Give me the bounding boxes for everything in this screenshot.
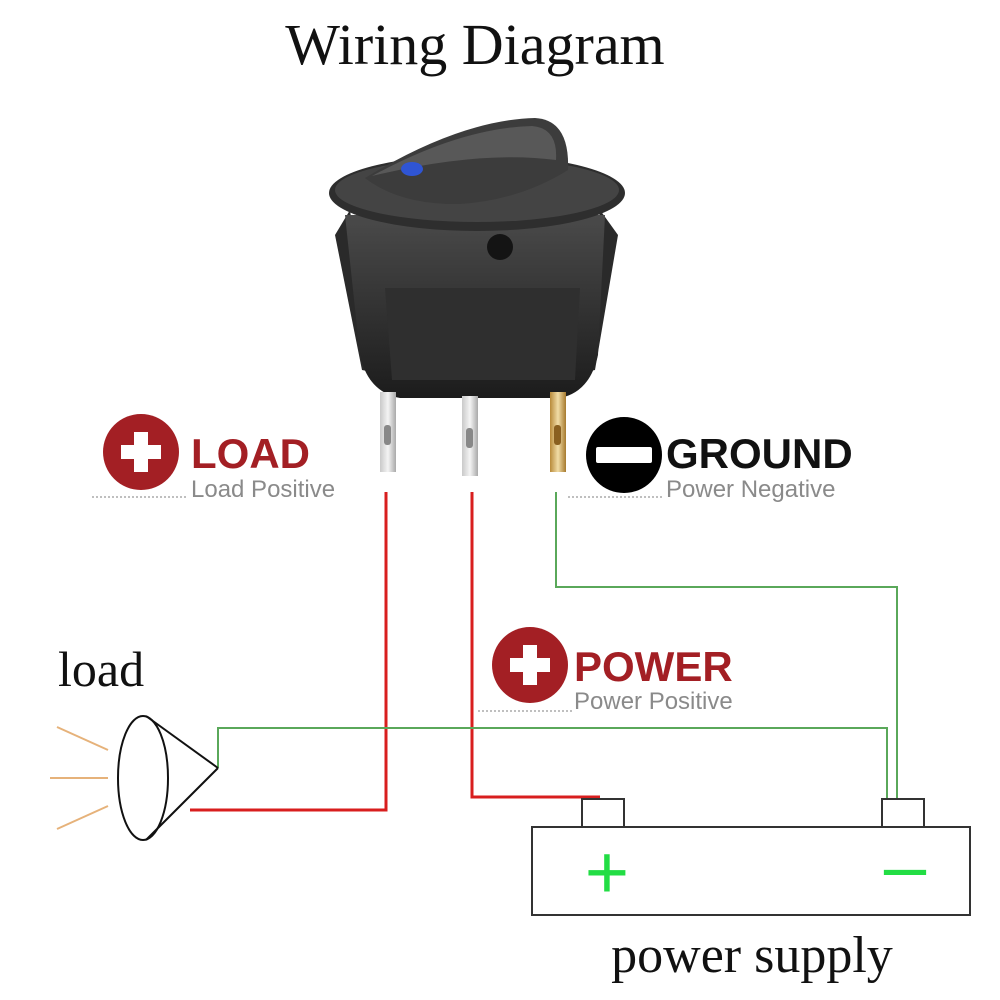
ground-subheading: Power Negative: [666, 476, 835, 503]
switch-terminals: [380, 392, 566, 476]
minus-circle-icon: [586, 417, 662, 493]
power-terminal-label: POWER Power Positive: [478, 627, 733, 715]
lamp-icon: [50, 715, 219, 841]
plus-circle-icon: [492, 627, 568, 703]
red-wires: [190, 492, 600, 812]
load-subheading: Load Positive: [191, 476, 335, 503]
rocker-switch-icon: [329, 118, 625, 398]
plus-circle-icon: [103, 414, 179, 490]
power-subheading: Power Positive: [574, 688, 733, 715]
load-terminal-label: LOAD Load Positive: [92, 414, 335, 503]
battery-negative-post: [881, 798, 925, 828]
battery-positive-sign: +: [585, 830, 629, 915]
green-wires: [217, 492, 898, 800]
battery-positive-post: [581, 798, 625, 828]
led-indicator: [401, 162, 423, 176]
ground-heading: GROUND: [666, 430, 853, 477]
power-supply-label: power supply: [611, 927, 893, 984]
ground-terminal-label: GROUND Power Negative: [568, 417, 853, 503]
load-heading: LOAD: [191, 430, 310, 477]
load-device-label: load: [58, 641, 144, 697]
diagram-title: Wiring Diagram: [285, 12, 664, 77]
battery-negative-sign: –: [884, 824, 927, 909]
battery-icon: + –: [531, 798, 971, 916]
power-heading: POWER: [574, 643, 733, 690]
